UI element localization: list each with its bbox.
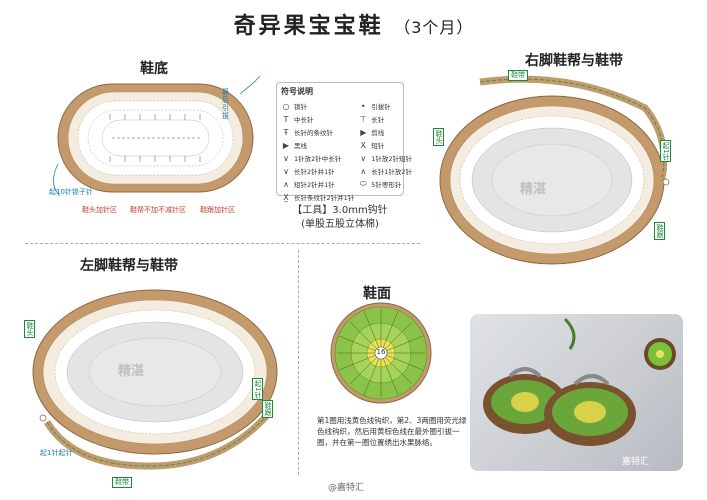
right-foot-title: 右脚鞋帮与鞋带 xyxy=(525,53,623,69)
legend-item: • 引拔针 xyxy=(358,101,412,112)
legend-symbol-icon: Ŧ xyxy=(283,127,289,137)
legend-item: T 中长针 xyxy=(281,114,354,125)
legend-item: ∧ 短针2针并1针 xyxy=(281,179,354,190)
horizontal-divider xyxy=(25,243,420,244)
legend-label: 5针枣形针 xyxy=(371,181,402,189)
tools-note: 【工具】3.0mm钩针 (单股五股立体棉) xyxy=(270,204,410,232)
legend-heading: 符号说明 xyxy=(281,87,313,96)
symbol-legend: 符号说明 ○ 锁针 • 引拔针 T 中长针 ⊤ 长针 Ŧ 长针的条纹针 ▶ 剪线 ▶ 黑线 X 短针 ∨ 1针放2… xyxy=(276,82,412,202)
right-start-label: 起1针 xyxy=(660,140,671,163)
tools-line-2: (单股五股立体棉) xyxy=(301,219,379,230)
product-photo: 嘉特汇 xyxy=(470,314,683,471)
legend-symbol-icon: ○ xyxy=(282,101,290,111)
legend-label: 中长针 xyxy=(294,116,314,124)
shoe-top-title: 鞋面 xyxy=(363,286,391,302)
legend-item: ∨ 长针2针并1针 xyxy=(281,166,354,177)
sole-diagram xyxy=(53,75,261,197)
legend-item: ∨ 1针放2针短针 xyxy=(358,153,413,164)
legend-label: 短针 xyxy=(371,142,385,150)
legend-label: 黑线 xyxy=(294,142,307,150)
bottom-watermark: @嘉特汇 xyxy=(328,483,365,493)
title-main: 奇异果宝宝鞋 xyxy=(233,14,384,39)
left-foot-diagram xyxy=(32,289,278,470)
legend-label: 长针的条纹针 xyxy=(294,129,333,137)
legend-label: 长针条纹针2针并1针 xyxy=(294,194,355,202)
legend-label: 短针2针并1针 xyxy=(294,181,335,189)
legend-symbol-icon: T xyxy=(283,114,289,124)
tools-line-1: 【工具】3.0mm钩针 xyxy=(292,205,388,216)
right-diagram-watermark: 精湛 xyxy=(520,182,547,197)
sole-zone-toe: 鞋头加针区 xyxy=(82,206,117,214)
legend-label: 1针放2针短针 xyxy=(371,155,413,163)
legend-item: ∧ 长针1针放2针 xyxy=(358,166,413,177)
legend-item: ▶ 剪线 xyxy=(358,127,412,138)
title-subtitle: （3个月） xyxy=(394,18,474,37)
legend-label: 剪线 xyxy=(371,129,385,137)
left-diagram-watermark: 精湛 xyxy=(118,364,145,379)
legend-item: ∨ 1针放2针中长针 xyxy=(281,153,354,164)
left-foot-title: 左脚鞋帮与鞋带 xyxy=(80,258,178,274)
sole-zone-heel: 鞋跟加针区 xyxy=(200,206,235,214)
left-start-note: 起1针起针 xyxy=(40,449,73,457)
legend-symbol-icon: X xyxy=(360,140,367,150)
legend-item: ▶ 黑线 xyxy=(281,140,354,151)
sole-zone-middle: 鞋帮不加不减针区 xyxy=(130,206,186,214)
legend-symbol-icon: ▶ xyxy=(360,127,367,137)
sole-title: 鞋底 xyxy=(140,61,168,77)
legend-symbol-icon: ∨ xyxy=(283,153,289,163)
kiwi-center-number: 16 xyxy=(376,348,386,356)
legend-symbol-icon: X̲ xyxy=(283,192,289,202)
photo-watermark: 嘉特汇 xyxy=(622,457,650,467)
kiwi-shoes-illustration xyxy=(483,317,676,446)
legend-label: 1针放2针中长针 xyxy=(294,155,342,163)
right-heel-label: 鞋跟 xyxy=(654,222,665,240)
legend-symbol-icon: ∧ xyxy=(360,166,367,176)
left-heel-label: 鞋跟 xyxy=(262,400,273,418)
legend-label: 长针1针放2针 xyxy=(371,168,413,176)
legend-item: X̲ 长针条纹针2针并1针 xyxy=(281,192,355,203)
left-strap-label: 鞋带 xyxy=(112,477,132,488)
legend-symbol-icon: ∧ xyxy=(283,179,289,189)
shoe-top-description: 第1圈用浅黄色线钩织，第2、3两圈用荧光绿色线钩织，然后用黄棕色线在最外圈引拔一… xyxy=(317,416,467,447)
legend-item: Ŧ 长针的条纹针 xyxy=(281,127,354,138)
vertical-divider xyxy=(298,250,299,475)
right-foot-diagram xyxy=(439,75,670,265)
legend-label: 锁针 xyxy=(294,103,307,111)
legend-label: 引拔针 xyxy=(371,103,391,111)
legend-symbol-icon: ▶ xyxy=(282,140,290,150)
right-toe-label: 鞋头 xyxy=(433,128,444,146)
left-toe-label: 鞋头 xyxy=(24,320,35,338)
sole-tail-note: 最后引拔 xyxy=(222,88,229,120)
page-title: 奇异果宝宝鞋 （3个月） xyxy=(0,8,707,40)
sole-start-note: 起10针锁子针 xyxy=(49,188,93,196)
legend-item: ⊤ 长针 xyxy=(358,114,412,125)
left-start-label: 起1针 xyxy=(252,378,263,401)
legend-label: 长针 xyxy=(371,116,385,124)
legend-label: 长针2针并1针 xyxy=(294,168,335,176)
legend-symbol-icon: ∨ xyxy=(283,166,289,176)
legend-symbol-icon: ⊤ xyxy=(359,114,367,124)
legend-item: ⬭ 5针枣形针 xyxy=(358,179,412,189)
kiwi-top-diagram xyxy=(330,302,432,404)
legend-item: ○ 锁针 xyxy=(281,101,354,112)
legend-symbol-icon: ⬭ xyxy=(359,179,367,188)
legend-item: X 短针 xyxy=(358,140,412,151)
legend-symbol-icon: • xyxy=(360,101,366,111)
right-strap-label: 鞋带 xyxy=(508,70,528,81)
legend-symbol-icon: ∨ xyxy=(360,153,367,163)
